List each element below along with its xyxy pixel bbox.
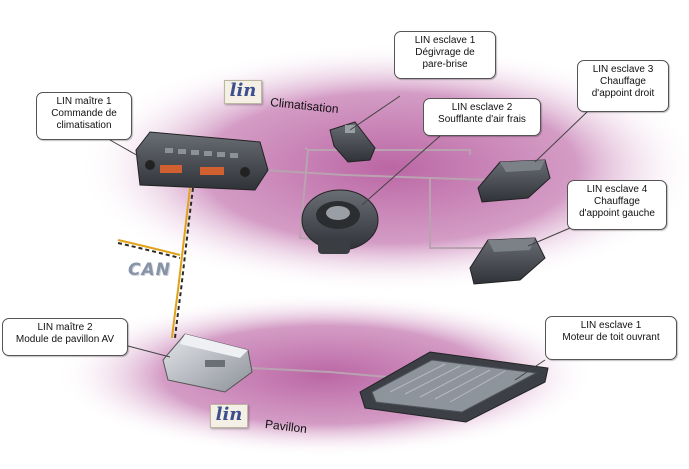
callout-line: Commande de xyxy=(51,108,117,119)
lin-logo-pavillon: lin xyxy=(210,404,248,428)
callout-lin-master-2: LIN maître 2 Module de pavillon AV xyxy=(2,318,128,356)
callout-line: Moteur de toit ouvrant xyxy=(562,332,660,343)
roof-module-device xyxy=(162,333,253,393)
callout-title: LIN esclave 2 xyxy=(451,102,513,113)
defrost-actuator-device xyxy=(329,121,376,163)
callout-line: Dégivrage de xyxy=(415,47,475,58)
seat-heater-right-device xyxy=(477,159,551,203)
callout-line: Soufflante d'air frais xyxy=(438,114,526,125)
callout-title: LIN maître 2 xyxy=(37,322,93,333)
callout-line: climatisation xyxy=(56,120,112,131)
callout-line: d'appoint gauche xyxy=(579,208,655,219)
callout-title: LIN maître 1 xyxy=(56,96,112,107)
callout-title: LIN esclave 3 xyxy=(592,64,654,75)
can-bus-label: CAN xyxy=(128,260,171,280)
callout-lin-master-1: LIN maître 1 Commande de climatisation xyxy=(36,92,132,140)
callout-title: LIN esclave 1 xyxy=(414,35,476,46)
callout-line: Module de pavillon AV xyxy=(15,334,115,345)
callout-title: LIN esclave 4 xyxy=(586,184,648,195)
sunroof-device xyxy=(359,351,549,423)
lin-logo-text: lin xyxy=(215,404,243,425)
can-bus-wire xyxy=(117,187,194,339)
callout-lin-slave-2-blower: LIN esclave 2 Soufflante d'air frais xyxy=(423,98,541,136)
callout-line: pare-brise xyxy=(422,59,468,70)
callout-lin-slave-4-heater-left: LIN esclave 4 Chauffage d'appoint gauche xyxy=(567,180,667,230)
lin-logo-text: lin xyxy=(229,80,257,101)
callout-line: Chauffage xyxy=(594,196,640,207)
callout-line: Chauffage xyxy=(600,76,646,87)
lin-wiring-pavillon xyxy=(251,367,389,378)
blower-fan-device xyxy=(301,189,379,254)
callout-lin-slave-1-defrost: LIN esclave 1 Dégivrage de pare-brise xyxy=(394,31,496,79)
climate-control-panel-device xyxy=(135,131,269,191)
lin-logo-climatisation: lin xyxy=(224,80,262,104)
callout-pointers xyxy=(109,95,588,381)
callout-lin-slave-3-heater-right: LIN esclave 3 Chauffage d'appoint droit xyxy=(577,60,669,112)
lin-wiring-climatisation xyxy=(261,145,491,249)
callout-lin-slave-1-sunroof: LIN esclave 1 Moteur de toit ouvrant xyxy=(545,316,677,360)
callout-line: d'appoint droit xyxy=(591,88,655,99)
callout-title: LIN esclave 1 xyxy=(580,320,642,331)
seat-heater-left-device xyxy=(469,237,546,285)
